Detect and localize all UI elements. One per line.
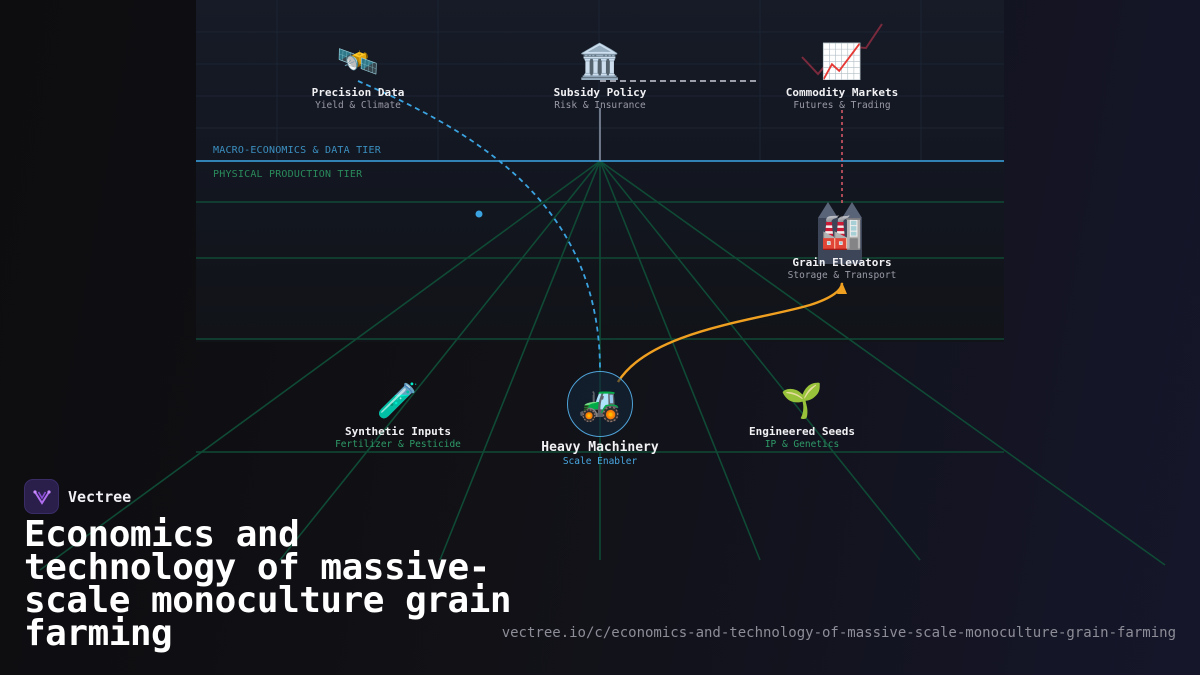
- machinery-circle: 🚜: [567, 371, 633, 437]
- node-precision-data: 🛰️ Precision Data Yield & Climate: [258, 42, 458, 111]
- node-title: Precision Data: [311, 86, 405, 99]
- elevator-silhouette: [818, 202, 862, 264]
- trend-line: [801, 23, 883, 76]
- test-tube-icon: 🧪: [376, 381, 420, 421]
- brand-name: Vectree: [68, 487, 132, 506]
- brand[interactable]: Vectree: [24, 479, 131, 514]
- bank-building-icon: 🏛️: [578, 42, 622, 82]
- satellite-icon: 🛰️: [336, 42, 380, 82]
- field-grid: [39, 160, 1166, 571]
- node-heavy-machinery: 🚜 Heavy Machinery Scale Enabler: [500, 371, 700, 467]
- macro-tier-label: MACRO-ECONOMICS & DATA TIER: [213, 145, 381, 156]
- physical-tier-label: PHYSICAL PRODUCTION TIER: [213, 169, 363, 180]
- chart-up-icon: 📈: [820, 42, 864, 82]
- macro-grid: [196, 0, 1004, 160]
- node-subtitle: IP & Genetics: [764, 439, 840, 450]
- node-engineered-seeds: 🌱 Engineered Seeds IP & Genetics: [702, 381, 902, 450]
- data-flow-dot: [475, 210, 483, 218]
- logistics-link: [616, 282, 844, 383]
- factory-icon: 🏭: [820, 212, 864, 252]
- vectree-logo-icon: [24, 479, 59, 514]
- node-subtitle: Scale Enabler: [562, 456, 638, 467]
- node-synthetic-inputs: 🧪 Synthetic Inputs Fertilizer & Pesticid…: [298, 381, 498, 450]
- page-url[interactable]: vectree.io/c/economics-and-technology-of…: [501, 625, 1176, 641]
- seedling-icon: 🌱: [780, 381, 824, 421]
- node-commodity-markets: 📈 Commodity Markets Futures & Trading: [742, 42, 942, 111]
- node-grain-elevators: 🏭 Grain Elevators Storage & Transport: [742, 212, 942, 281]
- node-title: Commodity Markets: [785, 86, 899, 99]
- tractor-icon: 🚜: [578, 384, 622, 424]
- node-subtitle: Storage & Transport: [787, 270, 897, 281]
- node-subtitle: Fertilizer & Pesticide: [335, 439, 461, 450]
- page-title: Economics and technology of massive-scal…: [24, 514, 512, 654]
- node-title: Engineered Seeds: [749, 425, 855, 438]
- node-subtitle: Futures & Trading: [793, 100, 891, 111]
- node-title: Subsidy Policy: [553, 86, 647, 99]
- node-title: Grain Elevators: [792, 256, 892, 269]
- node-subsidy-policy: 🏛️ Subsidy Policy Risk & Insurance: [500, 42, 700, 111]
- data-flow-link: [357, 80, 601, 371]
- logistics-arrow: [837, 282, 847, 294]
- node-subtitle: Risk & Insurance: [554, 100, 646, 111]
- node-title: Synthetic Inputs: [345, 425, 451, 438]
- node-subtitle: Yield & Climate: [315, 100, 401, 111]
- node-title: Heavy Machinery: [541, 440, 659, 455]
